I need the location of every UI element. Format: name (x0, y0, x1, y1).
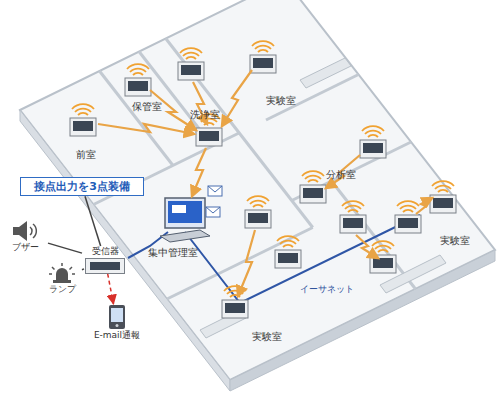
lamp-node: ランプ (40, 262, 84, 295)
phone-icon (78, 304, 156, 330)
receiver-device (85, 258, 125, 274)
receiver-screen (90, 262, 120, 270)
lamp-icon (40, 262, 84, 284)
network-label: イーサネット (300, 283, 354, 296)
wireless-links (98, 70, 432, 296)
building-floor (20, 0, 495, 380)
node-text: 受信器 (82, 246, 128, 257)
room-label: 前室 (76, 148, 96, 162)
email-icon (206, 207, 220, 217)
connector-line (48, 243, 82, 253)
room-label: 洗浄室 (190, 108, 220, 122)
node-text: ランプ (40, 284, 84, 295)
receiver-unit: 受信器 (82, 246, 128, 274)
wall-face (230, 250, 495, 391)
connector-line (85, 196, 101, 246)
connector-line (108, 274, 114, 304)
room-label: 集中管理室 (148, 246, 198, 260)
room-label: 保管室 (132, 100, 162, 114)
buzzer-icon (2, 220, 48, 242)
node-text: E-mail通報 (78, 330, 156, 341)
email-node: E-mail通報 (78, 304, 156, 341)
room-label: 実験室 (266, 94, 296, 108)
callout-box: 接点出力を3点装備 (20, 177, 144, 196)
buzzer-node: ブザー (2, 220, 48, 253)
ethernet-line (185, 215, 420, 303)
node-text: ブザー (2, 242, 48, 253)
room-label: 分析室 (326, 168, 356, 182)
node-text: 接点出力を3点装備 (24, 180, 140, 193)
pc-terminal (160, 198, 210, 242)
interior-walls (94, 39, 416, 300)
lab-benches (200, 58, 446, 338)
connector-line (82, 268, 84, 270)
room-label: 実験室 (252, 330, 282, 344)
room-label: 実験室 (440, 234, 470, 248)
email-icon (208, 186, 222, 196)
